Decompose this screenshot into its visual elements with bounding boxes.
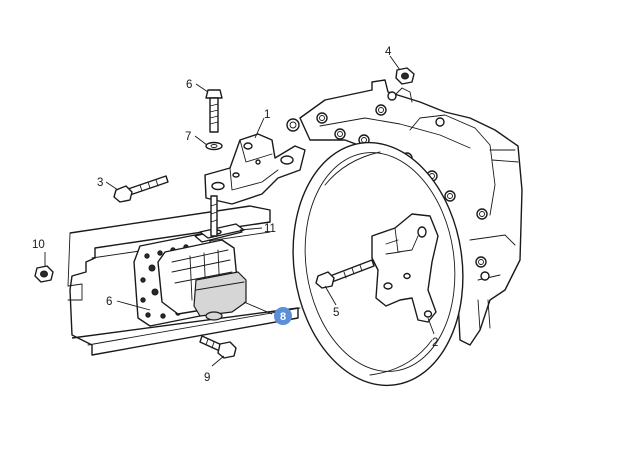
transmission-bracket bbox=[371, 213, 439, 323]
bolt-6-upper bbox=[205, 89, 223, 133]
callout-3[interactable]: 3 bbox=[97, 177, 103, 189]
callout-labels: 1 2 3 4 5 6 6 7 8 9 10 11 bbox=[32, 46, 438, 384]
bolt-5 bbox=[315, 259, 375, 289]
callout-6-upper[interactable]: 6 bbox=[186, 79, 192, 91]
callout-5[interactable]: 5 bbox=[333, 307, 339, 319]
callout-1[interactable]: 1 bbox=[264, 109, 270, 121]
callout-8[interactable]: 8 bbox=[280, 311, 286, 323]
bracket-stud bbox=[210, 195, 218, 237]
callout-8-highlight[interactable] bbox=[274, 307, 292, 325]
callout-6-lower[interactable]: 6 bbox=[106, 296, 112, 308]
callout-9[interactable]: 9 bbox=[204, 372, 210, 384]
nut-10 bbox=[34, 265, 54, 283]
bolt-9 bbox=[199, 335, 237, 359]
callout-7[interactable]: 7 bbox=[185, 131, 191, 143]
chassis-frame-rail bbox=[67, 205, 301, 356]
leader-lines bbox=[44, 55, 435, 367]
nut-4 bbox=[395, 67, 415, 85]
washer-7 bbox=[205, 141, 223, 151]
callout-10[interactable]: 10 bbox=[32, 239, 45, 251]
callout-4[interactable]: 4 bbox=[385, 46, 392, 58]
upper-mount-bracket bbox=[204, 133, 306, 205]
transmission-housing bbox=[286, 79, 523, 346]
bolt-3 bbox=[113, 175, 169, 203]
callout-2[interactable]: 2 bbox=[432, 337, 438, 349]
callout-11[interactable]: 11 bbox=[264, 223, 276, 235]
